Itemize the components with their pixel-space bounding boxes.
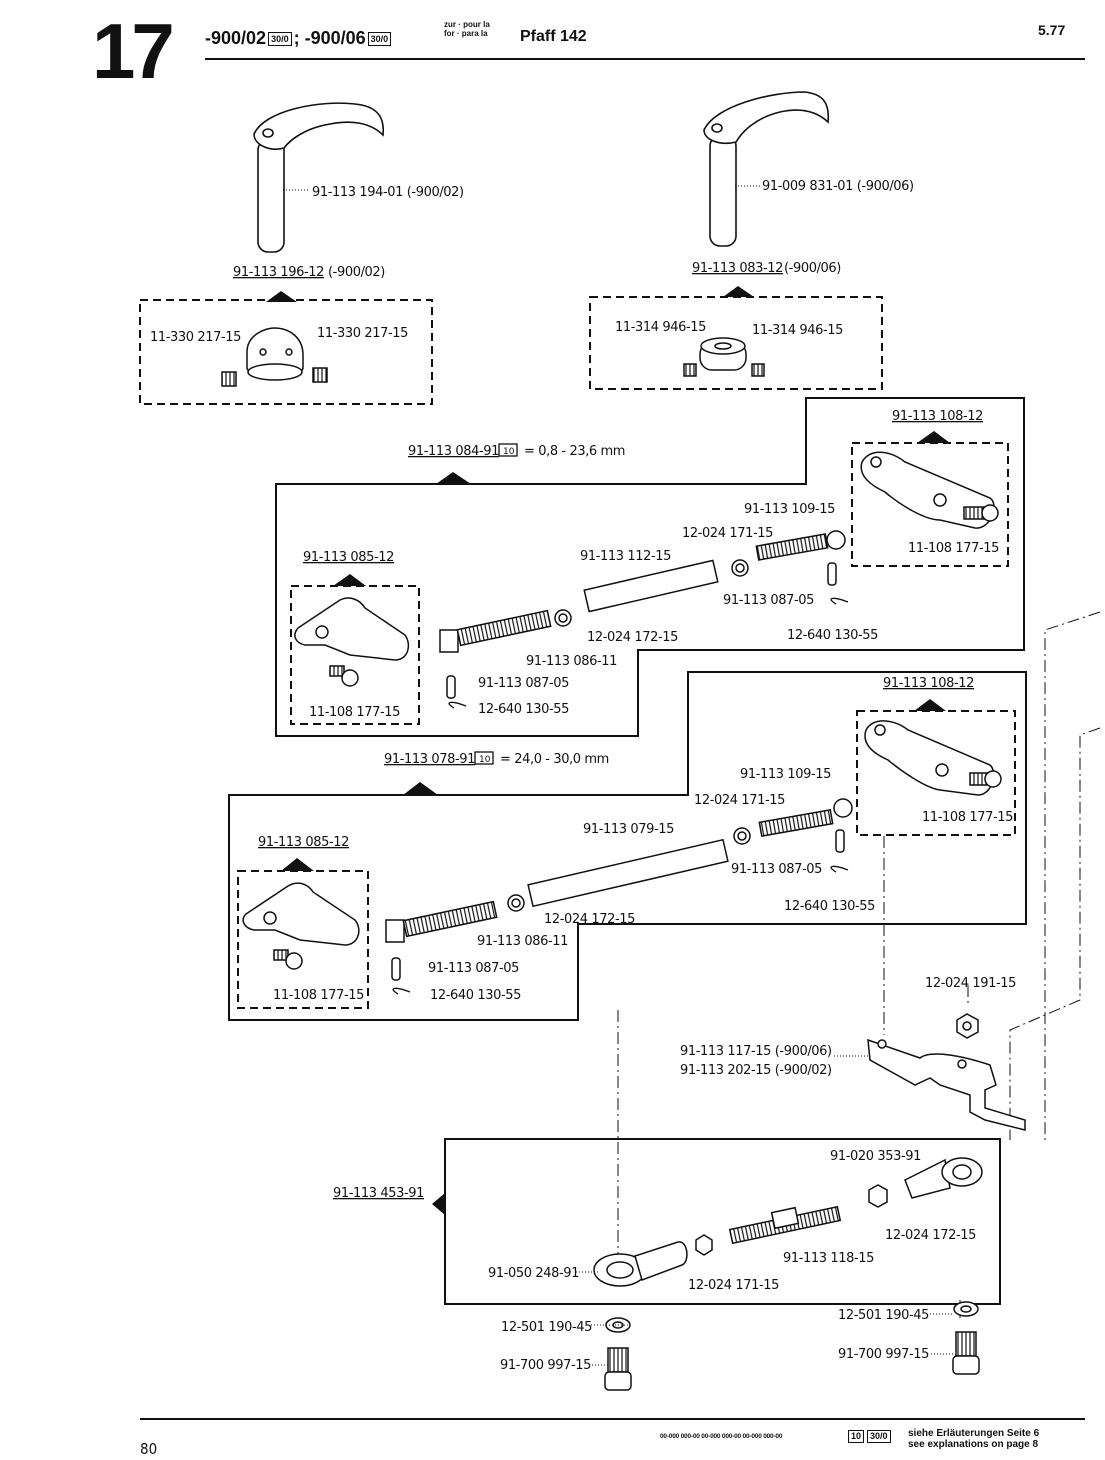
label-rod1-left-group: 91-113 085-12 — [303, 550, 394, 565]
label-arm-06: 91-009 831-01 (-900/06) — [762, 179, 914, 194]
model-b: -900/06 — [304, 28, 366, 48]
label-screw-b2: 11-314 946-15 — [752, 323, 843, 338]
label-rod1-left-screw: 11-108 177-15 — [309, 705, 400, 720]
label-group-02: 91-113 196-12 — [233, 265, 324, 280]
label-rod2-clamp-screw: 11-108 177-15 — [922, 810, 1013, 825]
label-rod2-pin-r: 91-113 087-05 — [731, 862, 822, 877]
page-number: 80 — [140, 1440, 158, 1458]
label-rod2-pin-l: 91-113 087-05 — [428, 961, 519, 976]
footer-box-2: 30/0 — [867, 1430, 891, 1443]
label-rod1-pin-l: 91-113 087-05 — [478, 676, 569, 691]
label-screw-a1: 11-330 217-15 — [150, 330, 241, 345]
assembly-frame-2 — [228, 671, 1027, 1021]
footer-note-en: see explanations on page 8 — [908, 1439, 1039, 1450]
model-a: -900/02 — [205, 28, 267, 48]
label-rod2-nut-b: 12-024 172-15 — [544, 912, 635, 927]
label-rod1-pin-r: 91-113 087-05 — [723, 593, 814, 608]
label-group-06-suffix: (-900/06) — [784, 261, 841, 276]
label-link-eye-r: 91-020 353-91 — [830, 1149, 921, 1164]
label-group-06: 91-113 083-12 — [692, 261, 783, 276]
machine-name: Pfaff 142 — [520, 28, 587, 45]
label-rod2-clip-l: 12-640 130-55 — [430, 988, 521, 1003]
label-rod1-nut-a: 12-024 171-15 — [682, 526, 773, 541]
label-rod1-clamp-group: 91-113 108-12 — [892, 409, 983, 424]
assembly-frame-1 — [275, 397, 1025, 737]
label-rod1-screw-l: 91-113 086-11 — [526, 654, 617, 669]
label-rod2-left-screw: 11-108 177-15 — [273, 988, 364, 1003]
label-washer-l: 12-501 190-45 — [501, 1320, 592, 1335]
label-rod2-left-group: 91-113 085-12 — [258, 835, 349, 850]
label-group-02-suffix: (-900/02) — [328, 265, 385, 280]
label-nut-top: 12-024 191-15 — [925, 976, 1016, 991]
prefix-line-1: zur · pour la — [444, 20, 490, 29]
footer-box-1: 10 — [848, 1430, 865, 1443]
section-number: 17 — [92, 7, 175, 95]
footer-rule — [140, 1418, 1085, 1420]
label-rod2-bolt: 91-113 109-15 — [740, 767, 831, 782]
footer-note: siehe Erläuterungen Seite 6 see explanat… — [908, 1428, 1039, 1450]
prefix-line-2: for · para la — [444, 29, 488, 38]
label-washer-r: 12-501 190-45 — [838, 1308, 929, 1323]
label-rod1-tube: 91-113 112-15 — [580, 549, 671, 564]
header-rule — [205, 58, 1085, 60]
label-link-eye-l: 91-050 248-91 — [488, 1266, 579, 1281]
label-link-nut-l: 12-024 171-15 — [688, 1278, 779, 1293]
range-code-marks: 10 10 — [474, 443, 518, 765]
label-rod2-screw-l: 91-113 086-11 — [477, 934, 568, 949]
label-screw-b1: 11-314 946-15 — [615, 320, 706, 335]
range-code-2: 10 — [479, 755, 491, 765]
model-b-code: 30/0 — [367, 32, 392, 47]
label-link-stud: 91-113 118-15 — [783, 1251, 874, 1266]
label-link-group: 91-113 453-91 — [333, 1186, 424, 1201]
label-rod1-range: = 0,8 - 23,6 mm — [524, 444, 625, 459]
label-rod2-range: = 24,0 - 30,0 mm — [500, 752, 609, 767]
footer-note-de: siehe Erläuterungen Seite 6 — [908, 1428, 1040, 1439]
label-rod1-clamp-screw: 11-108 177-15 — [908, 541, 999, 556]
label-rod2-group: 91-113 078-91 — [384, 752, 475, 767]
left-group-frame-1 — [290, 585, 420, 725]
label-bracket-06: 91-113 117-15 (-900/06) — [680, 1044, 832, 1059]
edition-date: 5.77 — [1038, 22, 1066, 38]
model-a-code: 30/0 — [268, 32, 292, 47]
label-rod1-clip-r: 12-640 130-55 — [787, 628, 878, 643]
language-prefix: zur · pour la for · para la — [444, 20, 490, 38]
label-rod2-clip-r: 12-640 130-55 — [784, 899, 875, 914]
label-rod1-group: 91-113 084-91 — [408, 444, 499, 459]
label-screw-l: 91-700 997-15 — [500, 1358, 591, 1373]
label-rod1-nut-b: 12-024 172-15 — [587, 630, 678, 645]
label-rod2-clamp-group: 91-113 108-12 — [883, 676, 974, 691]
footer-codes: 00-000 000-00 00-000 000-00 00-000 000-0… — [660, 1433, 783, 1440]
label-rod1-bolt: 91-113 109-15 — [744, 502, 835, 517]
label-rod2-nut-a: 12-024 171-15 — [694, 793, 785, 808]
label-bracket-02: 91-113 202-15 (-900/02) — [680, 1063, 832, 1078]
label-arm-02: 91-113 194-01 (-900/02) — [312, 185, 464, 200]
label-screw-r: 91-700 997-15 — [838, 1347, 929, 1362]
label-link-nut-r: 12-024 172-15 — [885, 1228, 976, 1243]
range-code-1: 10 — [503, 447, 515, 457]
assembly-frame-3 — [444, 1138, 1001, 1305]
label-rod2-tube: 91-113 079-15 — [583, 822, 674, 837]
label-rod1-clip-l: 12-640 130-55 — [478, 702, 569, 717]
label-screw-a2: 11-330 217-15 — [317, 326, 408, 341]
